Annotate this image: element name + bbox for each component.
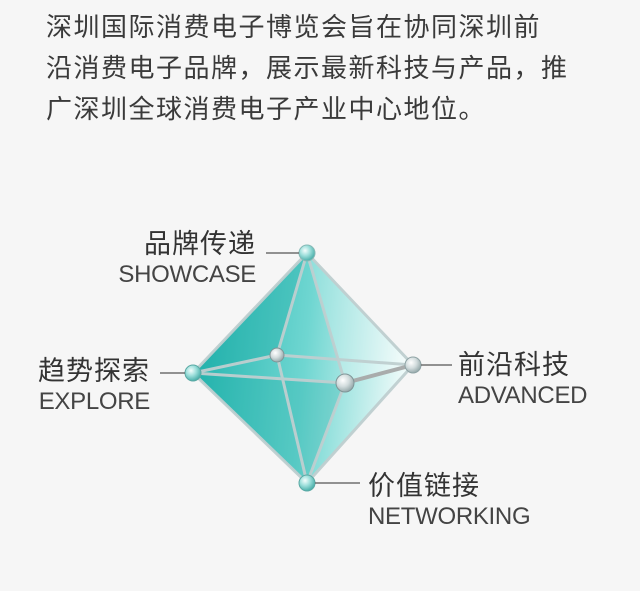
intro-paragraph: 深圳国际消费电子博览会旨在协同深圳前 沿消费电子品牌，展示最新科技与产品，推 广… xyxy=(46,8,606,131)
explore-zh: 趋势探索 xyxy=(38,356,150,387)
advanced-zh: 前沿科技 xyxy=(458,350,570,381)
octahedron-facet xyxy=(193,373,345,483)
intro-line-2: 沿消费电子品牌，展示最新科技与产品，推 xyxy=(46,54,569,84)
networking-zh: 价值链接 xyxy=(368,471,480,502)
explore-en: EXPLORE xyxy=(38,388,151,415)
advanced-en: ADVANCED xyxy=(458,382,588,409)
vertex-front xyxy=(335,373,355,393)
label-explore: 趋势探索 EXPLORE xyxy=(38,356,150,416)
intro-line-1: 深圳国际消费电子博览会旨在协同深圳前 xyxy=(46,13,542,43)
octahedron-facet xyxy=(307,253,413,383)
label-networking: 价值链接 NETWORKING xyxy=(368,471,531,531)
intro-line-3: 广深圳全球消费电子产业中心地位。 xyxy=(46,95,487,125)
front-edge xyxy=(344,363,414,385)
octahedron-edges xyxy=(191,251,415,485)
vertex-bottom xyxy=(298,474,316,492)
networking-en: NETWORKING xyxy=(368,503,531,530)
label-advanced: 前沿科技 ADVANCED xyxy=(458,350,587,410)
vertex-right xyxy=(404,356,422,374)
leader-lines xyxy=(160,252,452,484)
showcase-zh: 品牌传递 xyxy=(144,229,256,260)
vertex-top xyxy=(298,244,316,262)
vertex-left xyxy=(184,364,202,382)
showcase-en: SHOWCASE xyxy=(118,261,256,288)
label-showcase: 品牌传递 SHOWCASE xyxy=(118,229,256,289)
vertex-back xyxy=(269,347,285,363)
